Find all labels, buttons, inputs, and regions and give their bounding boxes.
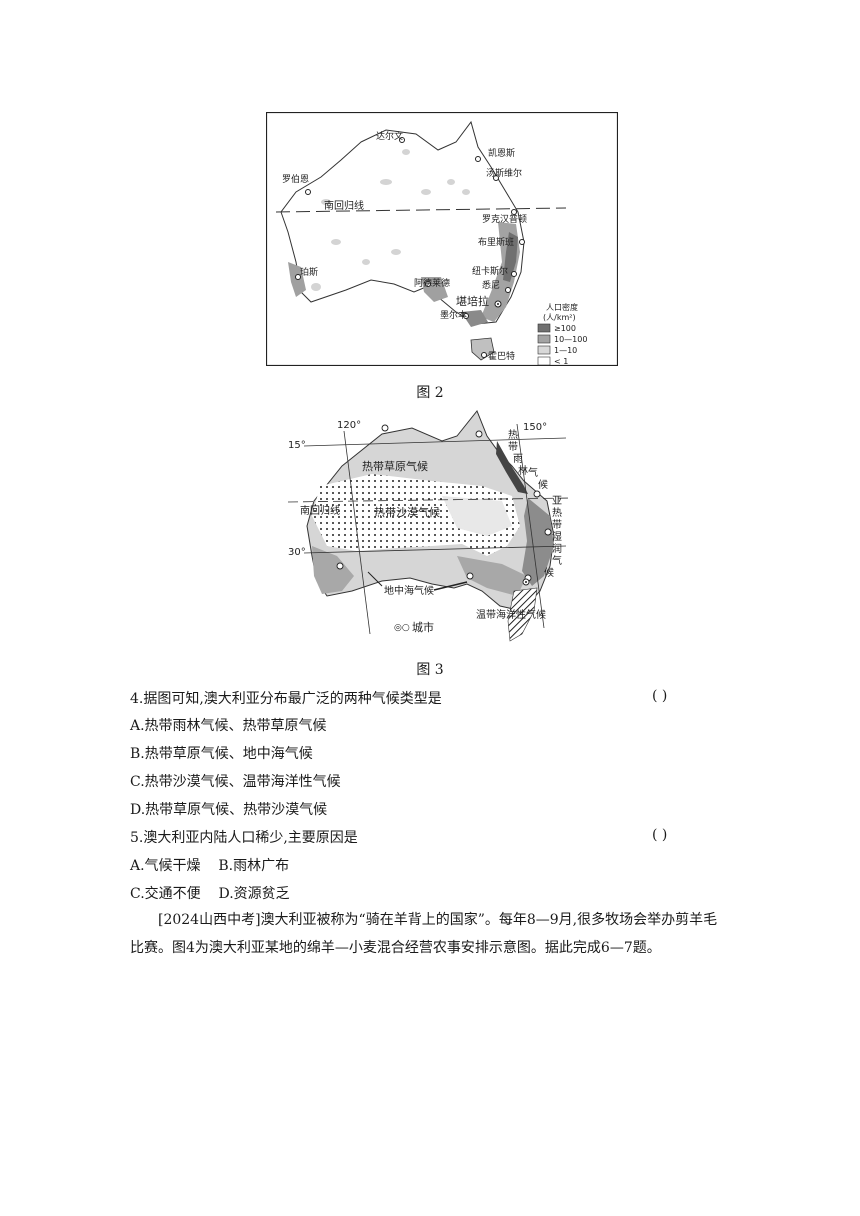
density-legend: 人口密度 (人/km²) ≥100 10—100 1—10 < 1: [537, 302, 587, 366]
lat-30-label: 30°: [288, 547, 306, 558]
city-melbourne: 墨尔本: [440, 309, 467, 321]
lat-15-label: 15°: [288, 440, 306, 451]
city-townsville: 汤斯维尔: [486, 167, 522, 179]
city-legend-symbol: ◎○: [394, 623, 410, 633]
question-5-stem: 5.澳大利亚内陆人口稀少,主要原因是: [130, 830, 358, 846]
svg-text:亚: 亚: [552, 496, 562, 507]
question-4-option-b: B.热带草原气候、地中海气候: [130, 746, 313, 762]
city-legend-label: 城市: [412, 620, 434, 634]
svg-text:气: 气: [552, 554, 562, 567]
svg-text:湿: 湿: [552, 531, 562, 543]
svg-text:候: 候: [544, 566, 554, 579]
temperate-marine-zone: [507, 587, 538, 642]
question-5-options-ab: A.气候干燥 B.雨林广布: [130, 858, 290, 874]
question-5-options-cd: C.交通不便 D.资源贫乏: [130, 886, 290, 902]
svg-text:热: 热: [508, 428, 518, 441]
question-4-option-a: A.热带雨林气候、热带草原气候: [130, 718, 327, 734]
svg-text:林: 林: [518, 464, 528, 477]
city-newcastle: 纽卡斯尔: [472, 265, 508, 277]
question-4-option-d: D.热带草原气候、热带沙漠气候: [130, 802, 328, 818]
svg-text:候: 候: [538, 478, 548, 491]
desert-zone: [312, 474, 520, 556]
city-brisbane: 布里斯班: [478, 236, 514, 248]
city-canberra: 堪培拉: [456, 294, 489, 308]
tropic-label-fig2: 南回归线: [324, 199, 364, 212]
lon-150-label: 150°: [523, 422, 547, 433]
rainforest-zone: [496, 441, 528, 494]
city-sydney: 悉尼: [482, 279, 500, 291]
lon-120-label: 120°: [337, 420, 361, 431]
mediterranean-label: 地中海气候: [384, 584, 434, 597]
svg-text:≥100: ≥100: [554, 324, 576, 333]
question-4-answer-bracket: ( ): [652, 688, 668, 704]
australia-outline: [280, 120, 525, 325]
svg-text:10—100: 10—100: [554, 335, 587, 344]
svg-text:雨: 雨: [513, 454, 523, 465]
passage-6-7: [2024山西中考]澳大利亚被称为“骑在羊背上的国家”。每年8—9月,很多牧场会…: [130, 912, 718, 956]
savanna-label: 热带草原气候: [362, 459, 428, 473]
figure2-caption: 图 2: [416, 385, 444, 401]
svg-text:热: 热: [552, 506, 562, 519]
figure3-caption: 图 3: [416, 662, 444, 678]
city-perth: 珀斯: [300, 266, 318, 278]
mediterranean-zone: [312, 546, 354, 594]
temperate-marine-label: 温带海洋性气候: [476, 608, 546, 621]
question-4-stem: 4.据图可知,澳大利亚分布最广泛的两种气候类型是: [130, 691, 442, 707]
city-rockhampton: 罗克汉普顿: [482, 213, 527, 225]
desert-label: 热带沙漠气候: [374, 505, 440, 519]
population-density-map: 南回归线 达尔文 凯恩斯 汤斯维尔 罗伯恩 罗克汉普顿 布里斯班 珀斯 纽卡斯尔…: [266, 112, 618, 366]
svg-text:带: 带: [552, 519, 562, 531]
question-5-answer-bracket: ( ): [652, 827, 668, 843]
svg-text:润: 润: [552, 542, 562, 555]
svg-text:(人/km²): (人/km²): [543, 313, 576, 322]
subtropical-label: 亚 热 带 湿 润 气 候: [544, 496, 562, 579]
rainforest-label: 热 带 雨 林 气 候: [508, 428, 548, 491]
city-adelaide: 阿德莱德: [414, 277, 450, 289]
question-4-option-c: C.热带沙漠气候、温带海洋性气候: [130, 774, 341, 790]
svg-text:人口密度: 人口密度: [546, 302, 578, 312]
tropic-label-fig3: 南回归线: [300, 504, 340, 517]
tasmania: [470, 337, 495, 361]
svg-text:带: 带: [508, 441, 518, 453]
city-port-hedland: 罗伯恩: [282, 173, 309, 185]
city-cairns: 凯恩斯: [488, 147, 515, 159]
svg-text:1—10: 1—10: [554, 346, 577, 355]
svg-text:< 1: < 1: [554, 357, 568, 366]
city-darwin: 达尔文: [376, 130, 403, 142]
city-hobart: 霍巴特: [488, 350, 515, 362]
svg-text:气: 气: [528, 466, 538, 479]
climate-map: 120° 150° 15° 30° 南回归线 热带草原气候 热带沙漠气候 地中海…: [287, 410, 573, 642]
